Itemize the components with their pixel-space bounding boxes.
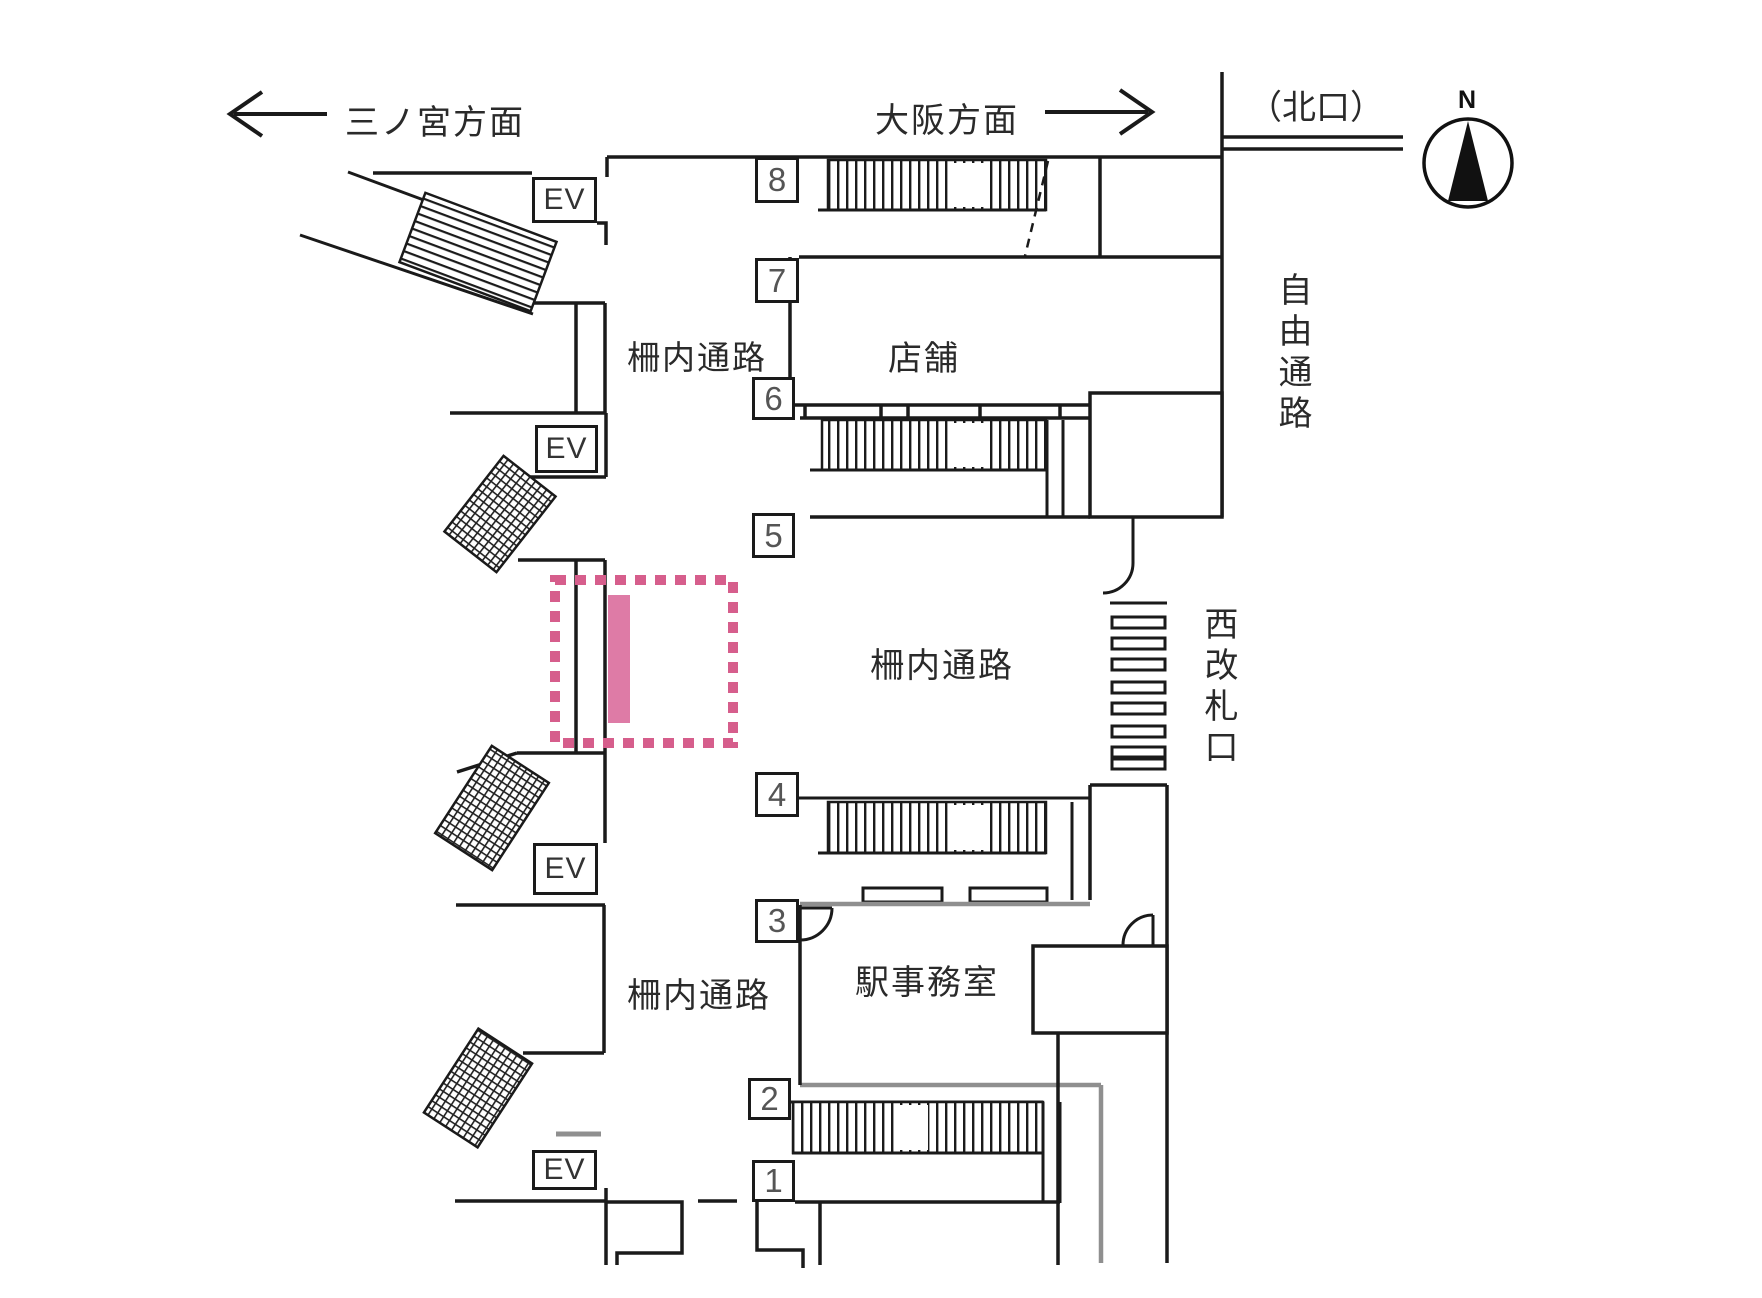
arrow-osaka: [1045, 88, 1156, 136]
station-office-walls: [798, 901, 1169, 1265]
elevator-box-4: EV: [532, 1150, 597, 1190]
direction-osaka-label: 大阪方面: [875, 102, 1019, 140]
stairs-left-b: [442, 454, 558, 574]
platform8-stairs: [799, 157, 1222, 259]
arrow-sannomiya: [226, 90, 327, 138]
station-office-label: 駅事務室: [855, 964, 999, 1002]
compass-icon: [1422, 117, 1514, 209]
stairs-left-c: [433, 744, 551, 872]
west-gate-ticket-gates: [1110, 601, 1167, 771]
platform-number-2: 2: [748, 1078, 791, 1120]
stairs-left-d: [422, 1026, 534, 1150]
shop-block: [788, 257, 1224, 519]
platform4-stairs: [799, 796, 1090, 904]
platform56-stairs: [810, 418, 1090, 519]
platform-number-5: 5: [752, 513, 795, 558]
platform-number-7: 7: [755, 258, 799, 303]
platform-number-1: 1: [752, 1160, 795, 1202]
elevator-box-1: EV: [532, 177, 597, 223]
paid-corridor-center-label: 柵内通路: [870, 647, 1014, 685]
stairs-upper-left: [299, 170, 559, 316]
paid-corridor-bottom-label: 柵内通路: [627, 977, 771, 1015]
elevator-box-3: EV: [533, 843, 598, 895]
shop-label: 店舗: [888, 340, 960, 378]
elevator-box-2: EV: [535, 425, 598, 473]
west-gate-door: [1102, 517, 1135, 595]
platform-number-3: 3: [755, 899, 799, 943]
compass-north-letter: N: [1458, 86, 1477, 114]
north-exit-label: （北口）: [1248, 89, 1384, 127]
highlight-area-box: [550, 575, 738, 748]
platform-number-4: 4: [755, 772, 799, 817]
platform12-stairs: [790, 1100, 1062, 1203]
direction-sannomiya-label: 三ノ宮方面: [345, 104, 525, 142]
west-gate-label: 西改札口: [1199, 606, 1237, 770]
platform-number-8: 8: [755, 157, 799, 203]
outer-walls: [373, 72, 1403, 517]
paid-corridor-top-label: 柵内通路: [627, 339, 767, 376]
free-passage-label: 自由通路: [1273, 272, 1311, 436]
platform-number-6: 6: [752, 377, 795, 420]
